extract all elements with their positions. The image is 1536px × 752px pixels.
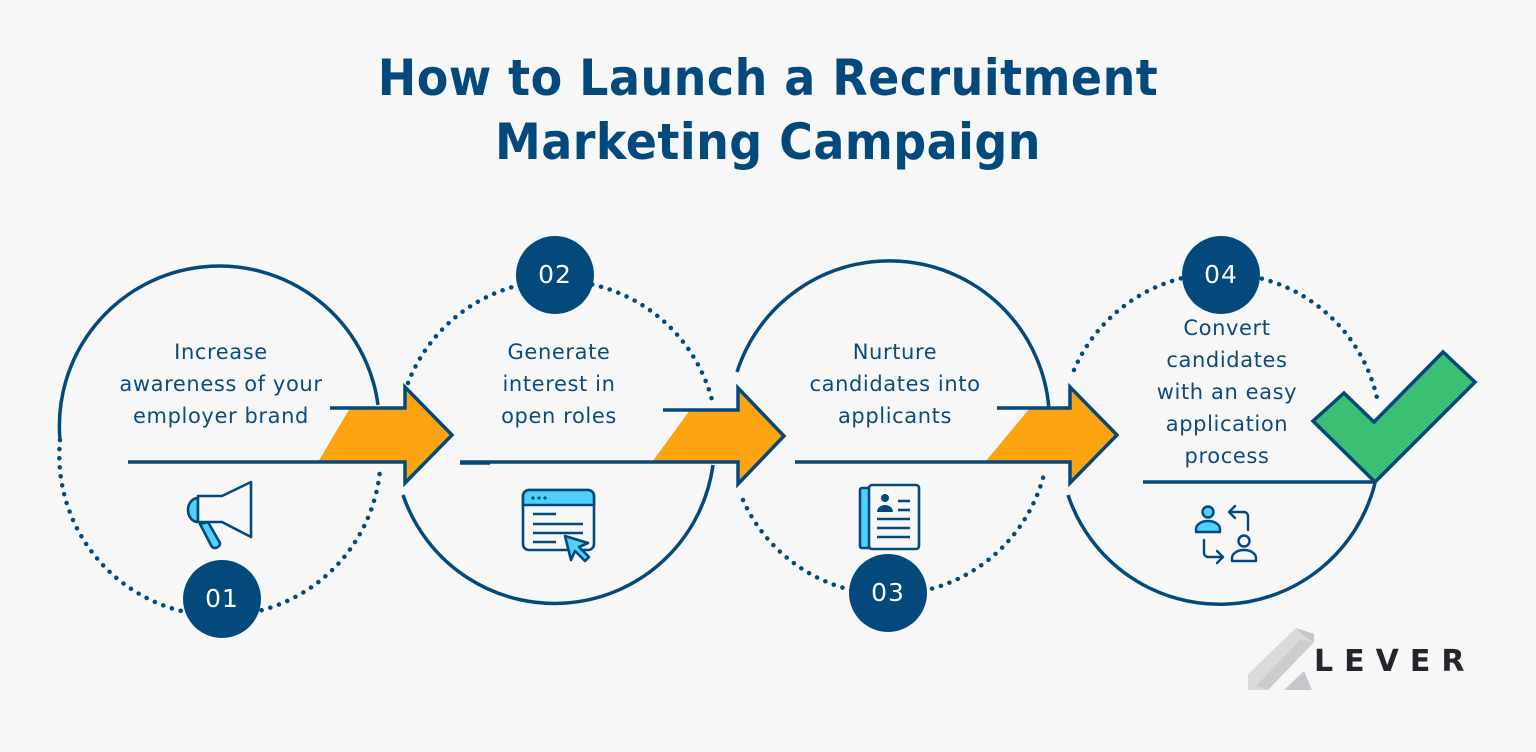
step-1-line-2: awareness of your	[119, 372, 323, 396]
title-line-2: Marketing Campaign	[495, 113, 1041, 171]
lever-logo-icon	[1248, 628, 1314, 690]
arrow-2	[460, 383, 787, 489]
arrow-1	[128, 382, 455, 488]
step-3-description: Nurture candidates into applicants	[782, 336, 1008, 432]
step-2-description: Generate interest in open roles	[446, 336, 672, 432]
lever-wordmark: LEVER	[1314, 644, 1476, 679]
step-3-line-3: applicants	[837, 404, 953, 428]
step-4-badge: 04	[1182, 236, 1260, 314]
resume-document-icon	[858, 483, 921, 551]
step-1-solid-arc	[57, 264, 380, 441]
step-2-solid-arc	[401, 464, 715, 606]
title-line-1: How to Launch a Recruitment	[377, 49, 1159, 107]
step-4-description: Convert candidates with an easy applicat…	[1114, 312, 1340, 472]
step-1-line-3: employer brand	[133, 404, 309, 428]
step-4-line-3: with an easy	[1156, 380, 1298, 404]
step-4-solid-arc	[1066, 482, 1377, 606]
checkmark-icon	[1310, 349, 1478, 485]
step-1-badge: 01	[183, 560, 261, 638]
people-exchange-icon	[1194, 504, 1258, 565]
step-1-dotted-arc	[57, 437, 383, 618]
step-3-line-1: Nurture	[852, 340, 938, 364]
step-4-line-4: application	[1165, 412, 1289, 436]
arrow-3	[795, 382, 1120, 488]
step-2-line-1: Generate	[507, 340, 611, 364]
step-2-line-2: interest in	[502, 372, 616, 396]
step-4-line-1: Convert	[1183, 316, 1271, 340]
browser-window-cursor-icon	[521, 488, 596, 563]
step-3-solid-arc	[735, 259, 1051, 411]
step-4-line-2: candidates	[1166, 348, 1288, 372]
step-2-badge: 02	[516, 236, 594, 314]
step-3-badge: 03	[849, 554, 927, 632]
step-3-line-2: candidates into	[809, 372, 981, 396]
step-1-description: Increase awareness of your employer bran…	[108, 336, 334, 432]
megaphone-icon	[186, 480, 253, 550]
step-1-line-1: Increase	[174, 340, 268, 364]
page-title: How to Launch a Recruitment Marketing Ca…	[61, 46, 1474, 174]
step-4-line-5: process	[1184, 444, 1270, 468]
step-2-line-3: open roles	[501, 404, 617, 428]
